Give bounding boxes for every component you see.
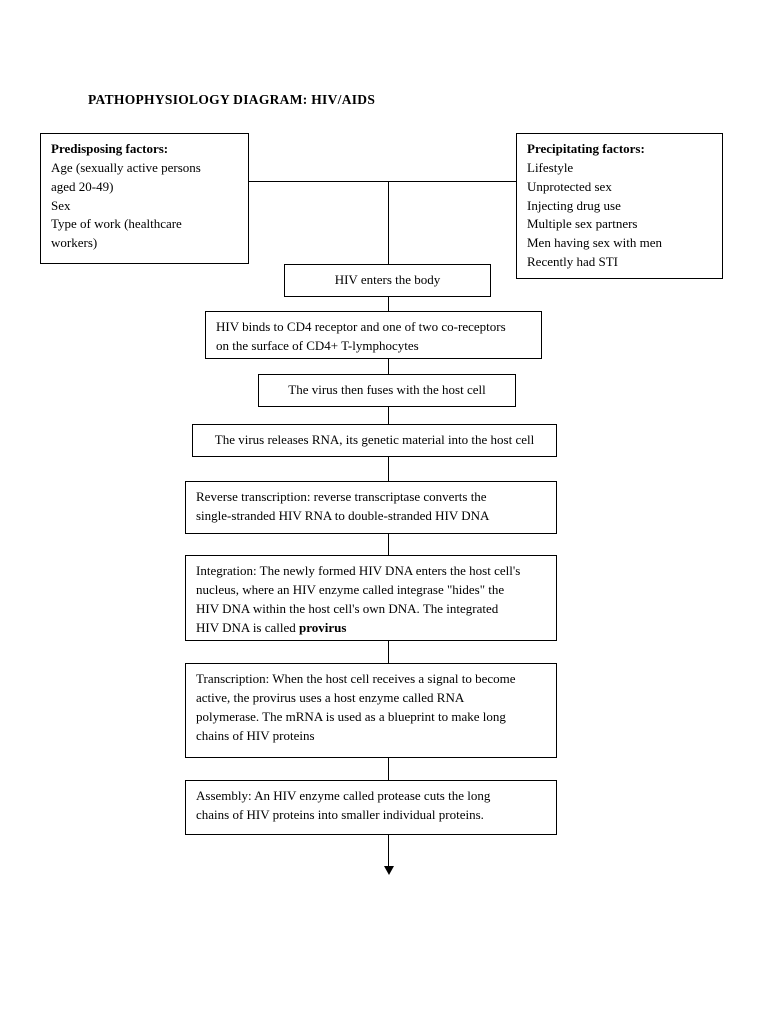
connector-step8-terminal [388,835,389,868]
flow-step-text: Integration: The newly formed HIV DNA en… [196,563,521,578]
page-title: PATHOPHYSIOLOGY DIAGRAM: HIV/AIDS [88,92,376,107]
precipitating-heading: Precipitating factors: [527,141,645,156]
predisposing-factors-box: Predisposing factors: Age (sexually acti… [40,133,249,264]
precipitating-item: Men having sex with men [527,235,663,251]
flow-step-text: HIV DNA within the host cell's own DNA. … [196,600,499,616]
flow-step-virus-releases-rna: The virus releases RNA, its genetic mate… [192,424,557,457]
connector-factors-to-step1 [388,181,389,264]
flow-step-transcription: Transcription: When the host cell receiv… [185,663,557,758]
flow-step-text: single-stranded HIV RNA to double-strand… [196,507,490,523]
flow-step-assembly: Assembly: An HIV enzyme called protease … [185,780,557,835]
flow-step-text: Reverse transcription: reverse transcrip… [196,489,487,504]
connector-step6-step7 [388,641,389,663]
flow-step-text: The virus releases RNA, its genetic mate… [214,432,535,447]
flow-step-text: nucleus, where an HIV enzyme called inte… [196,581,505,597]
connector-step4-step5 [388,457,389,481]
flow-step-hiv-enters-body: HIV enters the body [284,264,491,297]
flow-step-text: active, the provirus uses a host enzyme … [196,689,465,705]
connector-step2-step3 [388,359,389,374]
flow-step-text: chains of HIV proteins [196,727,315,743]
connector-step3-step4 [388,407,389,424]
predisposing-item: Type of work (healthcare [51,216,182,232]
precipitating-item: Multiple sex partners [527,216,638,232]
flow-step-text: Transcription: When the host cell receiv… [196,671,516,686]
connector-step5-step6 [388,534,389,555]
predisposing-item: Sex [51,197,71,213]
predisposing-heading: Predisposing factors: [51,141,169,156]
arrow-down-icon [384,866,394,875]
flow-step-text: polymerase. The mRNA is used as a bluepr… [196,708,506,724]
connector-step7-step8 [388,758,389,780]
connector-factors-horizontal [249,181,517,182]
flow-step-hiv-binds-cd4: HIV binds to CD4 receptor and one of two… [205,311,542,359]
flow-step-integration: Integration: The newly formed HIV DNA en… [185,555,557,641]
precipitating-item: Lifestyle [527,159,574,175]
flow-step-text: Assembly: An HIV enzyme called protease … [196,788,491,803]
precipitating-factors-box: Precipitating factors: Lifestyle Unprote… [516,133,723,279]
predisposing-item: aged 20-49) [51,178,114,194]
connector-step1-step2 [388,297,389,311]
flow-step-text: HIV binds to CD4 receptor and one of two… [216,319,506,334]
flow-step-text: chains of HIV proteins into smaller indi… [196,806,484,822]
flow-step-text-bold: provirus [299,619,347,635]
flow-step-virus-fuses: The virus then fuses with the host cell [258,374,516,407]
precipitating-item: Injecting drug use [527,197,621,213]
predisposing-item: workers) [51,235,98,251]
predisposing-item: Age (sexually active persons [51,159,201,175]
flow-step-text: HIV enters the body [334,272,441,287]
flow-step-text: The virus then fuses with the host cell [288,382,486,397]
flow-step-reverse-transcription: Reverse transcription: reverse transcrip… [185,481,557,534]
precipitating-item: Recently had STI [527,254,618,270]
precipitating-item: Unprotected sex [527,178,612,194]
flow-step-text-provirus-line: HIV DNA is called provirus [196,619,547,638]
flow-step-text: HIV DNA is called [196,619,300,635]
flow-step-text: on the surface of CD4+ T-lymphocytes [216,337,419,353]
